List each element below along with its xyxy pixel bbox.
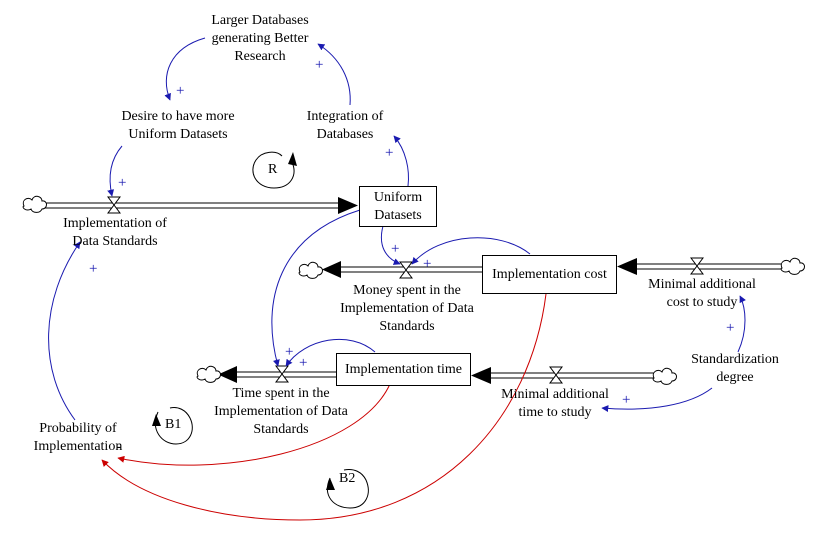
- link-uniform-to-money: [380, 225, 401, 265]
- loop-label-b1: B1: [165, 417, 182, 432]
- flow-implementation-standards: [44, 197, 358, 214]
- flow-minimal-cost: [617, 258, 782, 275]
- label-larger-databases: Larger Databases generating Better Resea…: [211, 13, 309, 64]
- loop-b1-icon: [154, 407, 193, 445]
- polarity-plus: +: [299, 355, 308, 371]
- label-standardization-degree: Standardization degree: [691, 352, 779, 385]
- valve-icon: [275, 365, 289, 383]
- polarity-plus: +: [89, 261, 98, 277]
- polarity-minus: -: [116, 439, 121, 455]
- label-probability: Probability of Implementation: [33, 421, 123, 454]
- loop-r-icon: [252, 151, 295, 189]
- polarity-plus: +: [726, 320, 735, 336]
- link-time-to-timespent: [285, 338, 376, 367]
- polarity-plus: +: [423, 256, 432, 272]
- label-desire-uniform: Desire to have more Uniform Datasets: [121, 109, 235, 142]
- link-degree-to-mincost: [737, 295, 746, 353]
- polarity-plus: +: [176, 83, 185, 99]
- valve-icon: [399, 261, 413, 279]
- flow-money-spent: [322, 261, 482, 278]
- label-money-spent: Money spent in the Implementation of Dat…: [340, 283, 474, 334]
- link-uniform-to-time: [271, 209, 361, 367]
- valve-icon: [690, 257, 704, 275]
- loop-b1-arrow-icon: [152, 414, 161, 426]
- label-integration-databases: Integration of Databases: [306, 109, 384, 142]
- valve-icon: [549, 366, 563, 384]
- cloud-icon: [196, 365, 221, 383]
- link-desire-to-implementation: [107, 145, 123, 197]
- polarity-plus: +: [391, 241, 400, 257]
- polarity-plus: +: [315, 57, 324, 73]
- label-minimal-cost: Minimal additional cost to study: [648, 277, 756, 310]
- loop-r-arrow-icon: [288, 152, 297, 166]
- polarity-plus: +: [385, 145, 394, 161]
- loop-label-b2: B2: [339, 471, 356, 486]
- link-degree-to-mintime: [601, 387, 713, 413]
- polarity-plus: +: [118, 175, 127, 191]
- stock-implementation-time[interactable]: Implementation time: [336, 353, 471, 386]
- label-minimal-time: Minimal additional time to study: [501, 387, 609, 420]
- cloud-icon: [22, 195, 47, 213]
- flow-minimal-time: [471, 367, 656, 384]
- polarity-plus: +: [622, 392, 631, 408]
- link-probability-to-implementation: [48, 241, 81, 421]
- flow-time-spent: [218, 366, 336, 383]
- polarity-plus: +: [285, 344, 294, 360]
- loop-label-r: R: [268, 162, 278, 177]
- stock-implementation-cost[interactable]: Implementation cost: [482, 255, 617, 294]
- valve-icon: [107, 196, 121, 214]
- cloud-icon: [780, 257, 805, 275]
- cloud-icon: [298, 261, 323, 279]
- link-uniform-to-integration: [393, 135, 409, 187]
- link-cost-to-probability: [101, 293, 547, 521]
- loop-b2-icon: [327, 469, 369, 509]
- link-cost-to-money: [411, 237, 531, 265]
- label-implementation-standards: Implementation of Data Standards: [63, 216, 167, 249]
- cloud-icon: [652, 367, 677, 385]
- link-larger-to-desire: [164, 37, 206, 101]
- stock-uniform-datasets[interactable]: Uniform Datasets: [359, 186, 437, 227]
- loop-b2-arrow-icon: [326, 478, 335, 490]
- label-time-spent: Time spent in the Implementation of Data…: [214, 386, 348, 437]
- link-integration-to-larger: [317, 43, 351, 106]
- link-time-to-probability: [117, 383, 391, 466]
